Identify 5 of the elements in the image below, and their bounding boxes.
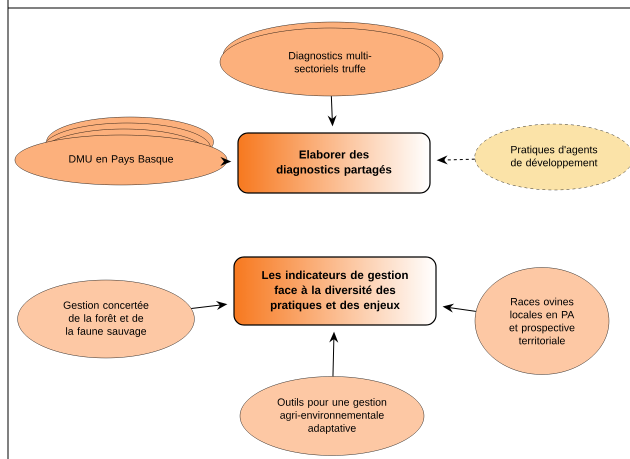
ellipse-node: Gestion concertée de la forêt et de la faune sauvage [17,280,195,358]
gradient-box: Elaborer des diagnostics partagés [237,132,431,194]
ellipse-node: Races ovines locales en PA et prospective territoriale [474,267,610,375]
ellipse-node: Outils pour une gestion agri-environnementale adaptative [240,376,424,456]
gradient-box: Les indicateurs de gestion face à la diversité des pratiques et des enjeux [233,256,437,326]
